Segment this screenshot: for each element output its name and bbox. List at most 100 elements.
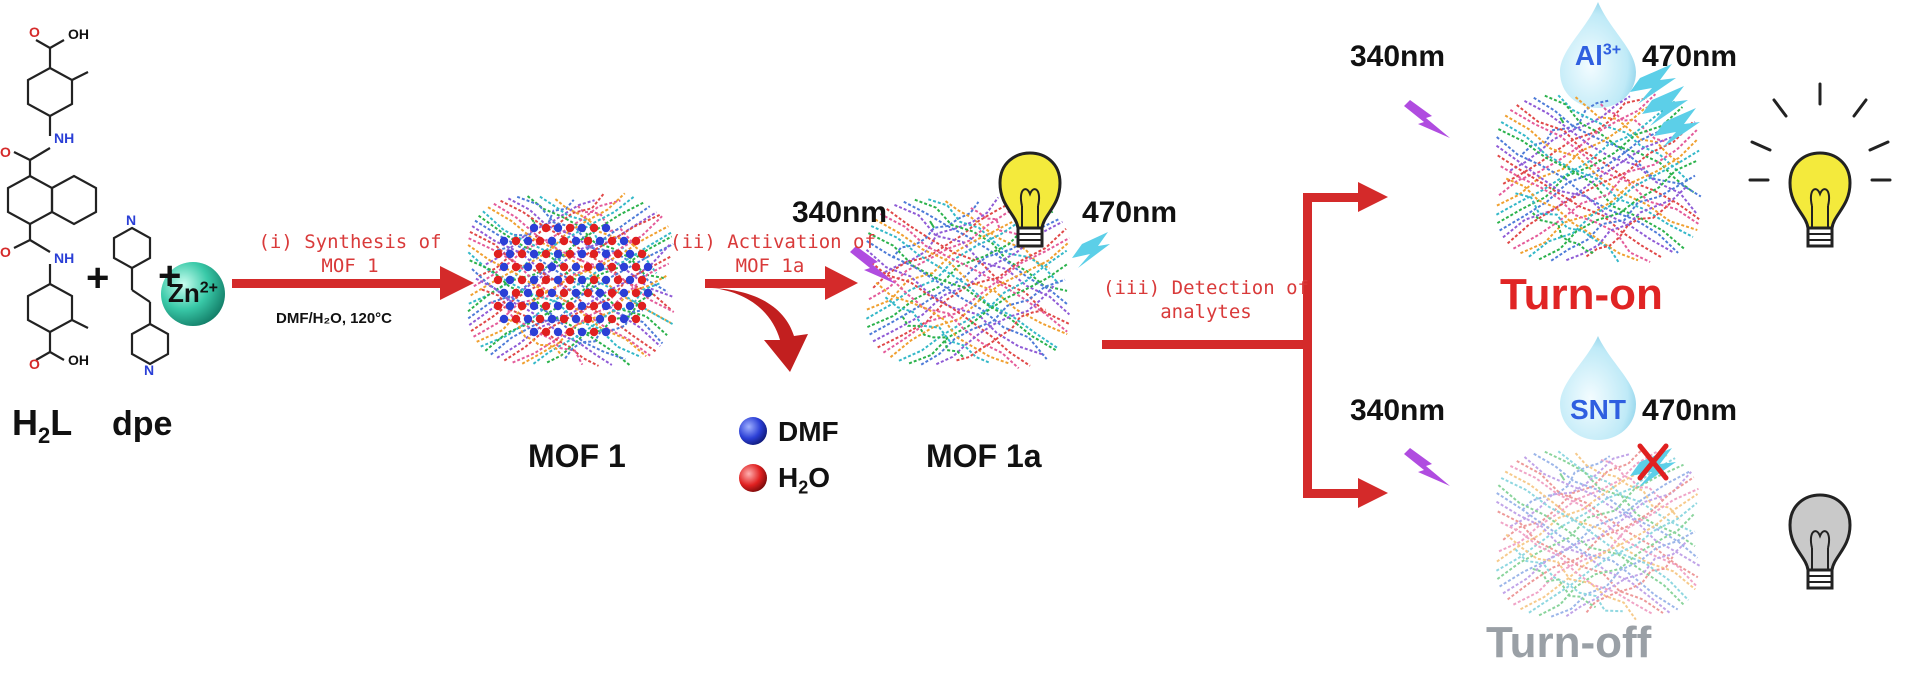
framework-strand: [564, 309, 643, 360]
water-drop-snt-icon: [1560, 336, 1636, 440]
dmf-molecule: [595, 236, 605, 246]
al-charge: 3+: [1602, 41, 1622, 59]
framework-strand: [1544, 450, 1696, 548]
h2l-sub: 2: [38, 423, 51, 449]
dmf-molecule: [601, 223, 611, 233]
dmf-molecule: [553, 275, 563, 285]
framework-strand: [1498, 93, 1657, 197]
label-h2l: H2L: [12, 402, 72, 449]
water-drop-al-icon: [1560, 2, 1636, 108]
emission-lightning-strong-icon: [1630, 64, 1700, 148]
framework-strand: [1574, 96, 1681, 165]
framework-strand: [879, 196, 999, 276]
h2o-molecule: [631, 236, 641, 246]
h2o-molecule: [511, 314, 521, 324]
framework-strand: [476, 225, 669, 343]
h2o-molecule: [607, 288, 617, 298]
dmf-molecule: [499, 314, 509, 324]
dmf-molecule: [499, 262, 509, 272]
framework-strand: [1502, 447, 1644, 541]
framework-strand: [870, 225, 1059, 350]
h2o-sphere: [739, 464, 767, 492]
atom-nh-bottom: NH: [54, 250, 75, 266]
framework-strand: [467, 251, 642, 358]
h2o-molecule: [637, 275, 647, 285]
framework-strand: [882, 237, 1070, 354]
h2o-molecule: [559, 236, 569, 246]
framework-strand: [1499, 470, 1691, 588]
excitation-wavelength-middle: 340nm: [792, 196, 888, 229]
label-dpe: dpe: [112, 405, 173, 443]
framework-strand: [471, 225, 661, 347]
framework-strand: [1538, 159, 1698, 261]
framework-strand: [1600, 103, 1665, 143]
dmf-molecule: [625, 275, 635, 285]
arrow-solvent-loss: [712, 288, 808, 372]
h2l-l: L: [50, 402, 73, 443]
h2o-molecule: [517, 275, 527, 285]
framework-strand: [1516, 104, 1700, 220]
framework-strand: [1585, 200, 1674, 258]
framework-strand: [886, 208, 1070, 325]
dmf-sphere: [739, 417, 767, 445]
excitation-wavelength-top: 340nm: [1350, 40, 1446, 73]
label-mof1: MOF 1: [528, 438, 626, 474]
framework-strand: [1496, 97, 1667, 207]
h2o-molecule: [541, 301, 551, 311]
framework-strand: [467, 244, 647, 358]
dmf-molecule: [643, 262, 653, 272]
framework-strand: [469, 259, 631, 366]
framework-strand: [1504, 114, 1698, 231]
h2o-molecule: [541, 249, 551, 259]
dmf-molecule: [553, 301, 563, 311]
label-dmf: DMF: [778, 416, 839, 447]
framework-strand: [1550, 174, 1696, 262]
h2l-h: H: [12, 402, 38, 443]
h2o-molecule: [559, 288, 569, 298]
framework-strand: [1514, 548, 1623, 613]
analyte-snt: SNT: [1570, 394, 1626, 425]
dmf-molecule: [571, 288, 581, 298]
framework-strand: [1506, 120, 1695, 245]
dmf-molecule: [553, 327, 563, 337]
framework-strand: [1516, 460, 1699, 579]
framework-strand: [1512, 129, 1698, 250]
h2o-molecule: [559, 314, 569, 324]
bulb-icon-turn-off: [1788, 493, 1852, 590]
dmf-molecule: [571, 262, 581, 272]
h2o-molecule: [631, 262, 641, 272]
framework-strand: [1497, 484, 1685, 606]
dmf-molecule: [577, 327, 587, 337]
step-activation-label: (ii) Activation of MOF 1a: [670, 230, 876, 278]
framework-strand: [469, 231, 657, 353]
framework-strand: [1520, 138, 1699, 255]
h2o-molecule: [607, 236, 617, 246]
atom-o-amide-top: O: [0, 144, 11, 160]
dmf-molecule: [529, 223, 539, 233]
dmf-molecule: [499, 288, 509, 298]
result-turn-off: Turn-off: [1486, 618, 1652, 667]
framework-strand: [1496, 492, 1679, 611]
framework-strand: [1528, 502, 1698, 614]
arrow-activation: [705, 266, 858, 300]
framework-strand: [866, 240, 1048, 360]
framework-strand: [1500, 477, 1690, 601]
framework-strand: [928, 219, 935, 229]
framework-strand: [478, 214, 668, 336]
h2o-molecule: [607, 262, 617, 272]
framework-strand: [526, 195, 667, 280]
dmf-molecule: [571, 314, 581, 324]
emission-lightning-icon: [1072, 232, 1110, 268]
h2o-molecule: [493, 275, 503, 285]
dmf-molecule: [619, 262, 629, 272]
dpe-structure: [112, 226, 170, 366]
h2o-molecule: [607, 314, 617, 324]
h2o-molecule: [589, 301, 599, 311]
h2o-molecule: [517, 301, 527, 311]
dmf-molecule: [577, 249, 587, 259]
framework-strand: [1495, 100, 1676, 216]
dmf-molecule: [547, 288, 557, 298]
dmf-molecule: [547, 236, 557, 246]
blocked-x-icon: [1637, 443, 1669, 481]
